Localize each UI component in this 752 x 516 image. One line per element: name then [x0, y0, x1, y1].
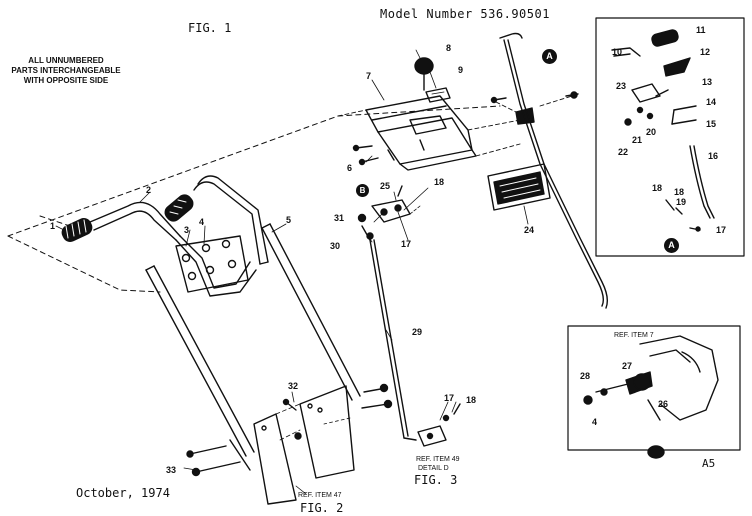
callout-12: 12	[700, 47, 711, 57]
callout-4-inset: 4	[592, 417, 598, 427]
callout-1: 1	[50, 221, 56, 231]
callout-14: 14	[706, 97, 717, 107]
ref-item-47: REF. ITEM 47	[298, 492, 342, 499]
interchangeable-note: ALL UNNUMBERED PARTS INTERCHANGEABLE WIT…	[8, 56, 124, 86]
callout-18-fig3: 18	[466, 395, 477, 405]
lower-handle-right-5	[261, 223, 361, 401]
decal-24	[487, 163, 551, 211]
date-label: October, 1974	[76, 486, 170, 500]
callout-10: 10	[612, 47, 623, 57]
plate-9	[425, 87, 451, 103]
callout-3: 3	[184, 225, 190, 235]
callout-26: 26	[658, 399, 669, 409]
model-number: Model Number 536.90501	[380, 7, 550, 21]
callout-22: 22	[618, 147, 629, 157]
ref-item-49: REF. ITEM 49	[416, 456, 460, 463]
callout-20: 20	[646, 127, 657, 137]
callout-23: 23	[616, 81, 627, 91]
callout-18-inset-a: 18	[652, 183, 663, 193]
rod-end-bracket	[417, 403, 461, 447]
panel-mount-lines	[337, 95, 573, 157]
frame-plate-left	[253, 413, 297, 505]
callout-17-linkage: 17	[401, 239, 412, 249]
upper-handle-2	[89, 175, 269, 297]
marker-a-top: A	[542, 49, 557, 64]
ref-item-7: REF. ITEM 7	[614, 332, 654, 339]
callout-6: 6	[347, 163, 353, 173]
callout-9: 9	[458, 65, 464, 75]
callout-8: 8	[446, 43, 452, 53]
callout-29: 29	[412, 327, 423, 337]
callout-21: 21	[632, 135, 643, 145]
callout-15: 15	[706, 119, 717, 129]
inset-box-top	[595, 17, 745, 257]
linkage-bracket	[357, 185, 421, 241]
handle-grip-1	[61, 218, 93, 242]
callout-19: 19	[676, 197, 687, 207]
marker-b: B	[356, 184, 369, 197]
callout-11: 11	[696, 25, 706, 35]
a5-label: A5	[702, 457, 716, 470]
callout-30: 30	[330, 241, 341, 251]
frame-plate-right	[299, 385, 355, 479]
lower-handle-left	[145, 265, 255, 471]
bolts-32-33	[186, 383, 393, 477]
callout-24: 24	[524, 225, 535, 235]
callout-2: 2	[146, 185, 152, 195]
fig2-label: FIG. 2	[300, 501, 344, 515]
screws-6	[352, 91, 579, 166]
callout-33: 33	[166, 465, 177, 475]
frame-plate-lines	[275, 403, 301, 441]
callout-5: 5	[286, 215, 292, 225]
callout-16: 16	[708, 151, 719, 161]
inset-bottom-parts	[583, 335, 719, 459]
note-line-3: WITH OPPOSITE SIDE	[23, 76, 109, 85]
handle-grip-2	[164, 194, 194, 222]
assembly-outline	[7, 105, 501, 293]
callout-31: 31	[334, 213, 345, 223]
callout-18-linkage: 18	[434, 177, 445, 187]
detail-d: DETAIL D	[418, 465, 449, 472]
callout-4: 4	[199, 217, 205, 227]
fig3-label: FIG. 3	[414, 473, 458, 487]
control-panel-7	[365, 95, 477, 171]
rod-29	[369, 239, 417, 441]
callout-25: 25	[380, 181, 391, 191]
callout-28: 28	[580, 371, 591, 381]
knob-8	[414, 57, 434, 91]
rod-bushing	[515, 107, 535, 125]
callout-17-inset: 17	[716, 225, 727, 235]
note-line-2: PARTS INTERCHANGEABLE	[11, 66, 121, 75]
shift-rod	[499, 32, 609, 309]
callout-13: 13	[702, 77, 713, 87]
callout-27: 27	[622, 361, 633, 371]
note-line-1: ALL UNNUMBERED	[28, 56, 104, 65]
callout-32: 32	[288, 381, 299, 391]
fig1-label: FIG. 1	[188, 21, 232, 35]
callout-18-inset-b: 18	[674, 187, 685, 197]
marker-a-bottom: A	[664, 238, 679, 253]
leader-lines	[55, 49, 529, 495]
inset-top-parts	[611, 29, 715, 232]
handle-bracket-plate	[175, 235, 249, 293]
callout-17-fig3: 17	[444, 393, 455, 403]
callout-7: 7	[366, 71, 372, 81]
